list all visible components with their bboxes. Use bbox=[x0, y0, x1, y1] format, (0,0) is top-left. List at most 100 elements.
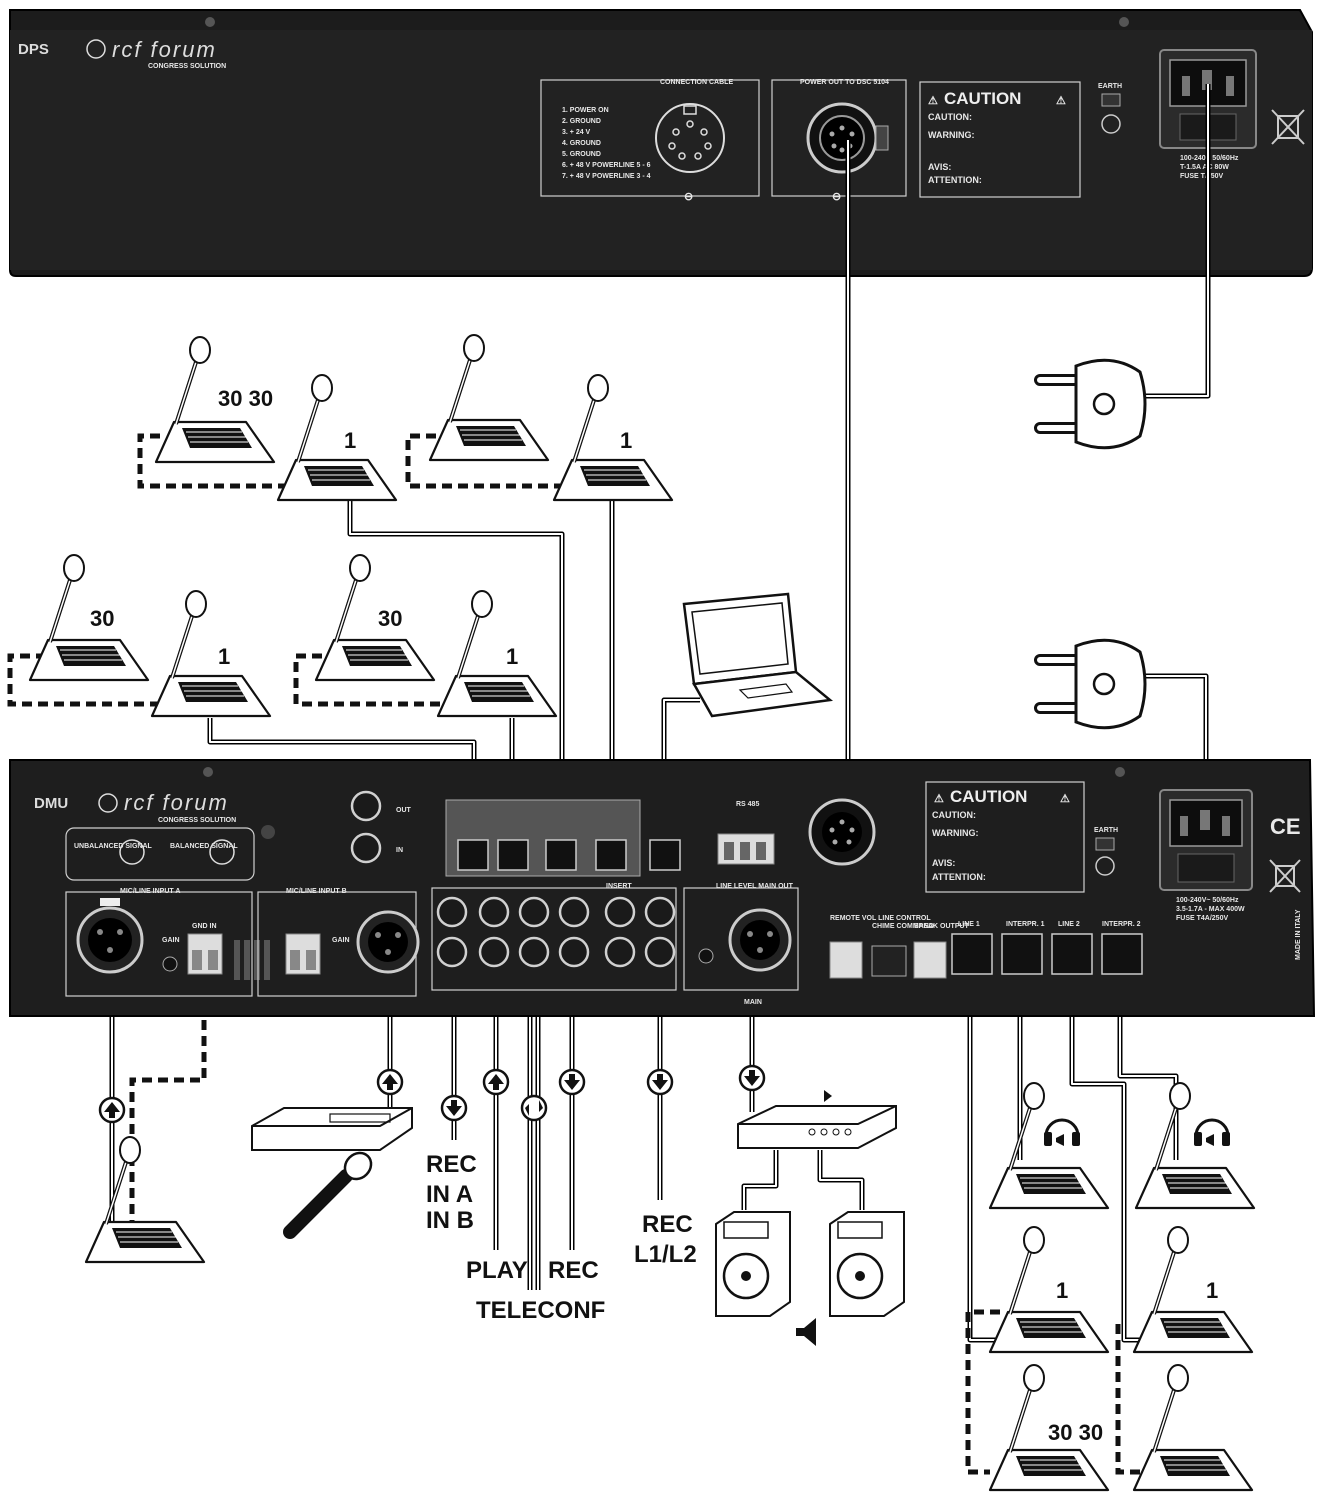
mic-count-label: 30 30 bbox=[218, 386, 273, 411]
presence-control-knob[interactable] bbox=[698, 948, 714, 964]
line1-rj-port[interactable] bbox=[951, 933, 993, 975]
rca-jack[interactable] bbox=[478, 896, 510, 928]
made-in-italy: MADE IN ITALY bbox=[1295, 909, 1302, 960]
dmu-din-socket[interactable] bbox=[808, 798, 876, 866]
chairman-mic-icon bbox=[84, 1135, 206, 1264]
signal-wiring-box bbox=[65, 827, 255, 881]
balanced-label: BALANCED SIGNAL bbox=[170, 843, 238, 850]
mic-count-label: 1 bbox=[344, 428, 356, 453]
chain-out-socket[interactable] bbox=[350, 790, 382, 822]
amplifier-icon bbox=[737, 1090, 897, 1149]
rs485-terminal[interactable] bbox=[717, 833, 775, 865]
mic-count-label: 1 bbox=[1206, 1278, 1218, 1303]
mic-count-label: 1 bbox=[620, 428, 632, 453]
dmu-earth-label: EARTH bbox=[1094, 827, 1118, 834]
rca-jack[interactable] bbox=[436, 936, 468, 968]
arrow-bidirectional-icon bbox=[520, 1094, 548, 1122]
delegate-mic-icon bbox=[1132, 1363, 1254, 1492]
delegate-mic-icon bbox=[314, 553, 436, 682]
earth-terminal[interactable] bbox=[1095, 837, 1115, 851]
dmu-mains-inlet[interactable] bbox=[1159, 789, 1253, 891]
pin-label: 7. + 48 V POWERLINE 3 - 4 bbox=[562, 173, 651, 180]
caution-line: CAUTION: bbox=[928, 112, 972, 122]
insert-send-jack[interactable] bbox=[604, 896, 636, 928]
rcf-logo-icon bbox=[86, 39, 106, 59]
caution-line: WARNING: bbox=[932, 828, 979, 838]
arrow-up-icon bbox=[98, 1096, 126, 1124]
xlr-pinout-icon bbox=[209, 839, 235, 865]
main-label: MAIN bbox=[744, 999, 762, 1006]
line-level-main-out-label: LINE LEVEL MAIN OUT bbox=[716, 883, 794, 890]
chime-terminal[interactable] bbox=[871, 945, 907, 977]
speak-terminal[interactable] bbox=[913, 941, 947, 979]
remote-label: REMOTE VOL LINE CONTROL bbox=[830, 915, 931, 922]
headphones-icon bbox=[1042, 1118, 1082, 1148]
rca-jack[interactable] bbox=[518, 896, 550, 928]
pc-rj-port[interactable] bbox=[649, 839, 681, 871]
connection-cable-pin-list: 1. POWER ON 2. GROUND 3. + 24 V 4. GROUN… bbox=[562, 107, 651, 180]
jack-row-bottom bbox=[436, 936, 676, 968]
gnd-in-a-terminal[interactable] bbox=[187, 933, 223, 975]
rec-jack[interactable] bbox=[644, 896, 676, 928]
line-rj-port[interactable] bbox=[497, 839, 529, 871]
rca-jack[interactable] bbox=[478, 936, 510, 968]
line2-rj-port[interactable] bbox=[1051, 933, 1093, 975]
mic-count-label: 30 30 bbox=[1048, 1420, 1103, 1445]
input-b-label: MIC/LINE INPUT B bbox=[286, 888, 347, 895]
delegate-mic-icon bbox=[28, 553, 150, 682]
play-label: PLAY bbox=[466, 1257, 528, 1284]
arrow-down-icon bbox=[646, 1068, 674, 1096]
power-out-din-socket[interactable] bbox=[806, 102, 889, 174]
in-a-label: IN A bbox=[426, 1181, 473, 1208]
dip-switch-bank[interactable] bbox=[234, 940, 270, 980]
rca-jack[interactable] bbox=[518, 936, 550, 968]
pin-label: 3. + 24 V bbox=[562, 129, 591, 136]
power-out-box bbox=[771, 79, 907, 197]
mic-count-label: 30 bbox=[378, 606, 402, 631]
output-symbol-icon: ⊖ bbox=[684, 191, 693, 203]
rca-jack[interactable] bbox=[558, 936, 590, 968]
line-rj-port[interactable] bbox=[457, 839, 489, 871]
caution-line: CAUTION: bbox=[932, 810, 976, 820]
rca-jack[interactable] bbox=[436, 896, 468, 928]
delegate-mic-icon bbox=[428, 333, 550, 462]
output-symbol-icon: ⊖ bbox=[832, 191, 841, 203]
delegate-mic-icon bbox=[1132, 1225, 1254, 1354]
chain-in-socket[interactable] bbox=[350, 832, 382, 864]
jack-row-top bbox=[436, 896, 676, 928]
caution-line: ATTENTION: bbox=[932, 872, 986, 882]
gnd-in-b-terminal[interactable] bbox=[285, 933, 321, 975]
screw-icon bbox=[1119, 17, 1129, 27]
interpr1-rj-port[interactable] bbox=[1001, 933, 1043, 975]
line-rj-port[interactable] bbox=[595, 839, 627, 871]
mains-plug-icon bbox=[1034, 638, 1147, 730]
rec-jack[interactable] bbox=[644, 936, 676, 968]
rca-jack[interactable] bbox=[558, 896, 590, 928]
mic-count-label: 30 bbox=[90, 606, 114, 631]
rs485-label: RS 485 bbox=[736, 801, 759, 808]
dmu-brand-sub: CONGRESS SOLUTION bbox=[158, 817, 236, 824]
remote-terminal[interactable] bbox=[829, 941, 863, 979]
input-a-xlr-socket[interactable] bbox=[76, 898, 144, 974]
dmu-caution-box bbox=[925, 781, 1085, 893]
input-b-xlr-socket[interactable] bbox=[356, 910, 420, 974]
unbalanced-label: UNBALANCED SIGNAL bbox=[74, 843, 153, 850]
main-out-xlr-socket[interactable] bbox=[728, 908, 792, 972]
line-rj-port[interactable] bbox=[545, 839, 577, 871]
l1l2-label: L1/L2 bbox=[634, 1241, 697, 1268]
dps-caution-title: CAUTION bbox=[944, 89, 1021, 108]
teleconf-label: TELECONF bbox=[476, 1297, 605, 1324]
rec-label: REC bbox=[548, 1257, 599, 1284]
gain-a-knob[interactable] bbox=[162, 956, 178, 972]
dps-earth-label: EARTH bbox=[1098, 83, 1122, 90]
dps-brand-sub: CONGRESS SOLUTION bbox=[148, 63, 226, 70]
mic-count-label: 1 bbox=[506, 644, 518, 669]
caution-line: AVIS: bbox=[932, 858, 955, 868]
insert-return-jack[interactable] bbox=[604, 936, 636, 968]
weee-bin-icon bbox=[1271, 109, 1305, 145]
interpr2-rj-port[interactable] bbox=[1101, 933, 1143, 975]
din-connector-diagram-icon bbox=[655, 103, 725, 173]
earth-terminal[interactable] bbox=[1101, 93, 1121, 107]
gain-label: GAIN bbox=[332, 937, 350, 944]
